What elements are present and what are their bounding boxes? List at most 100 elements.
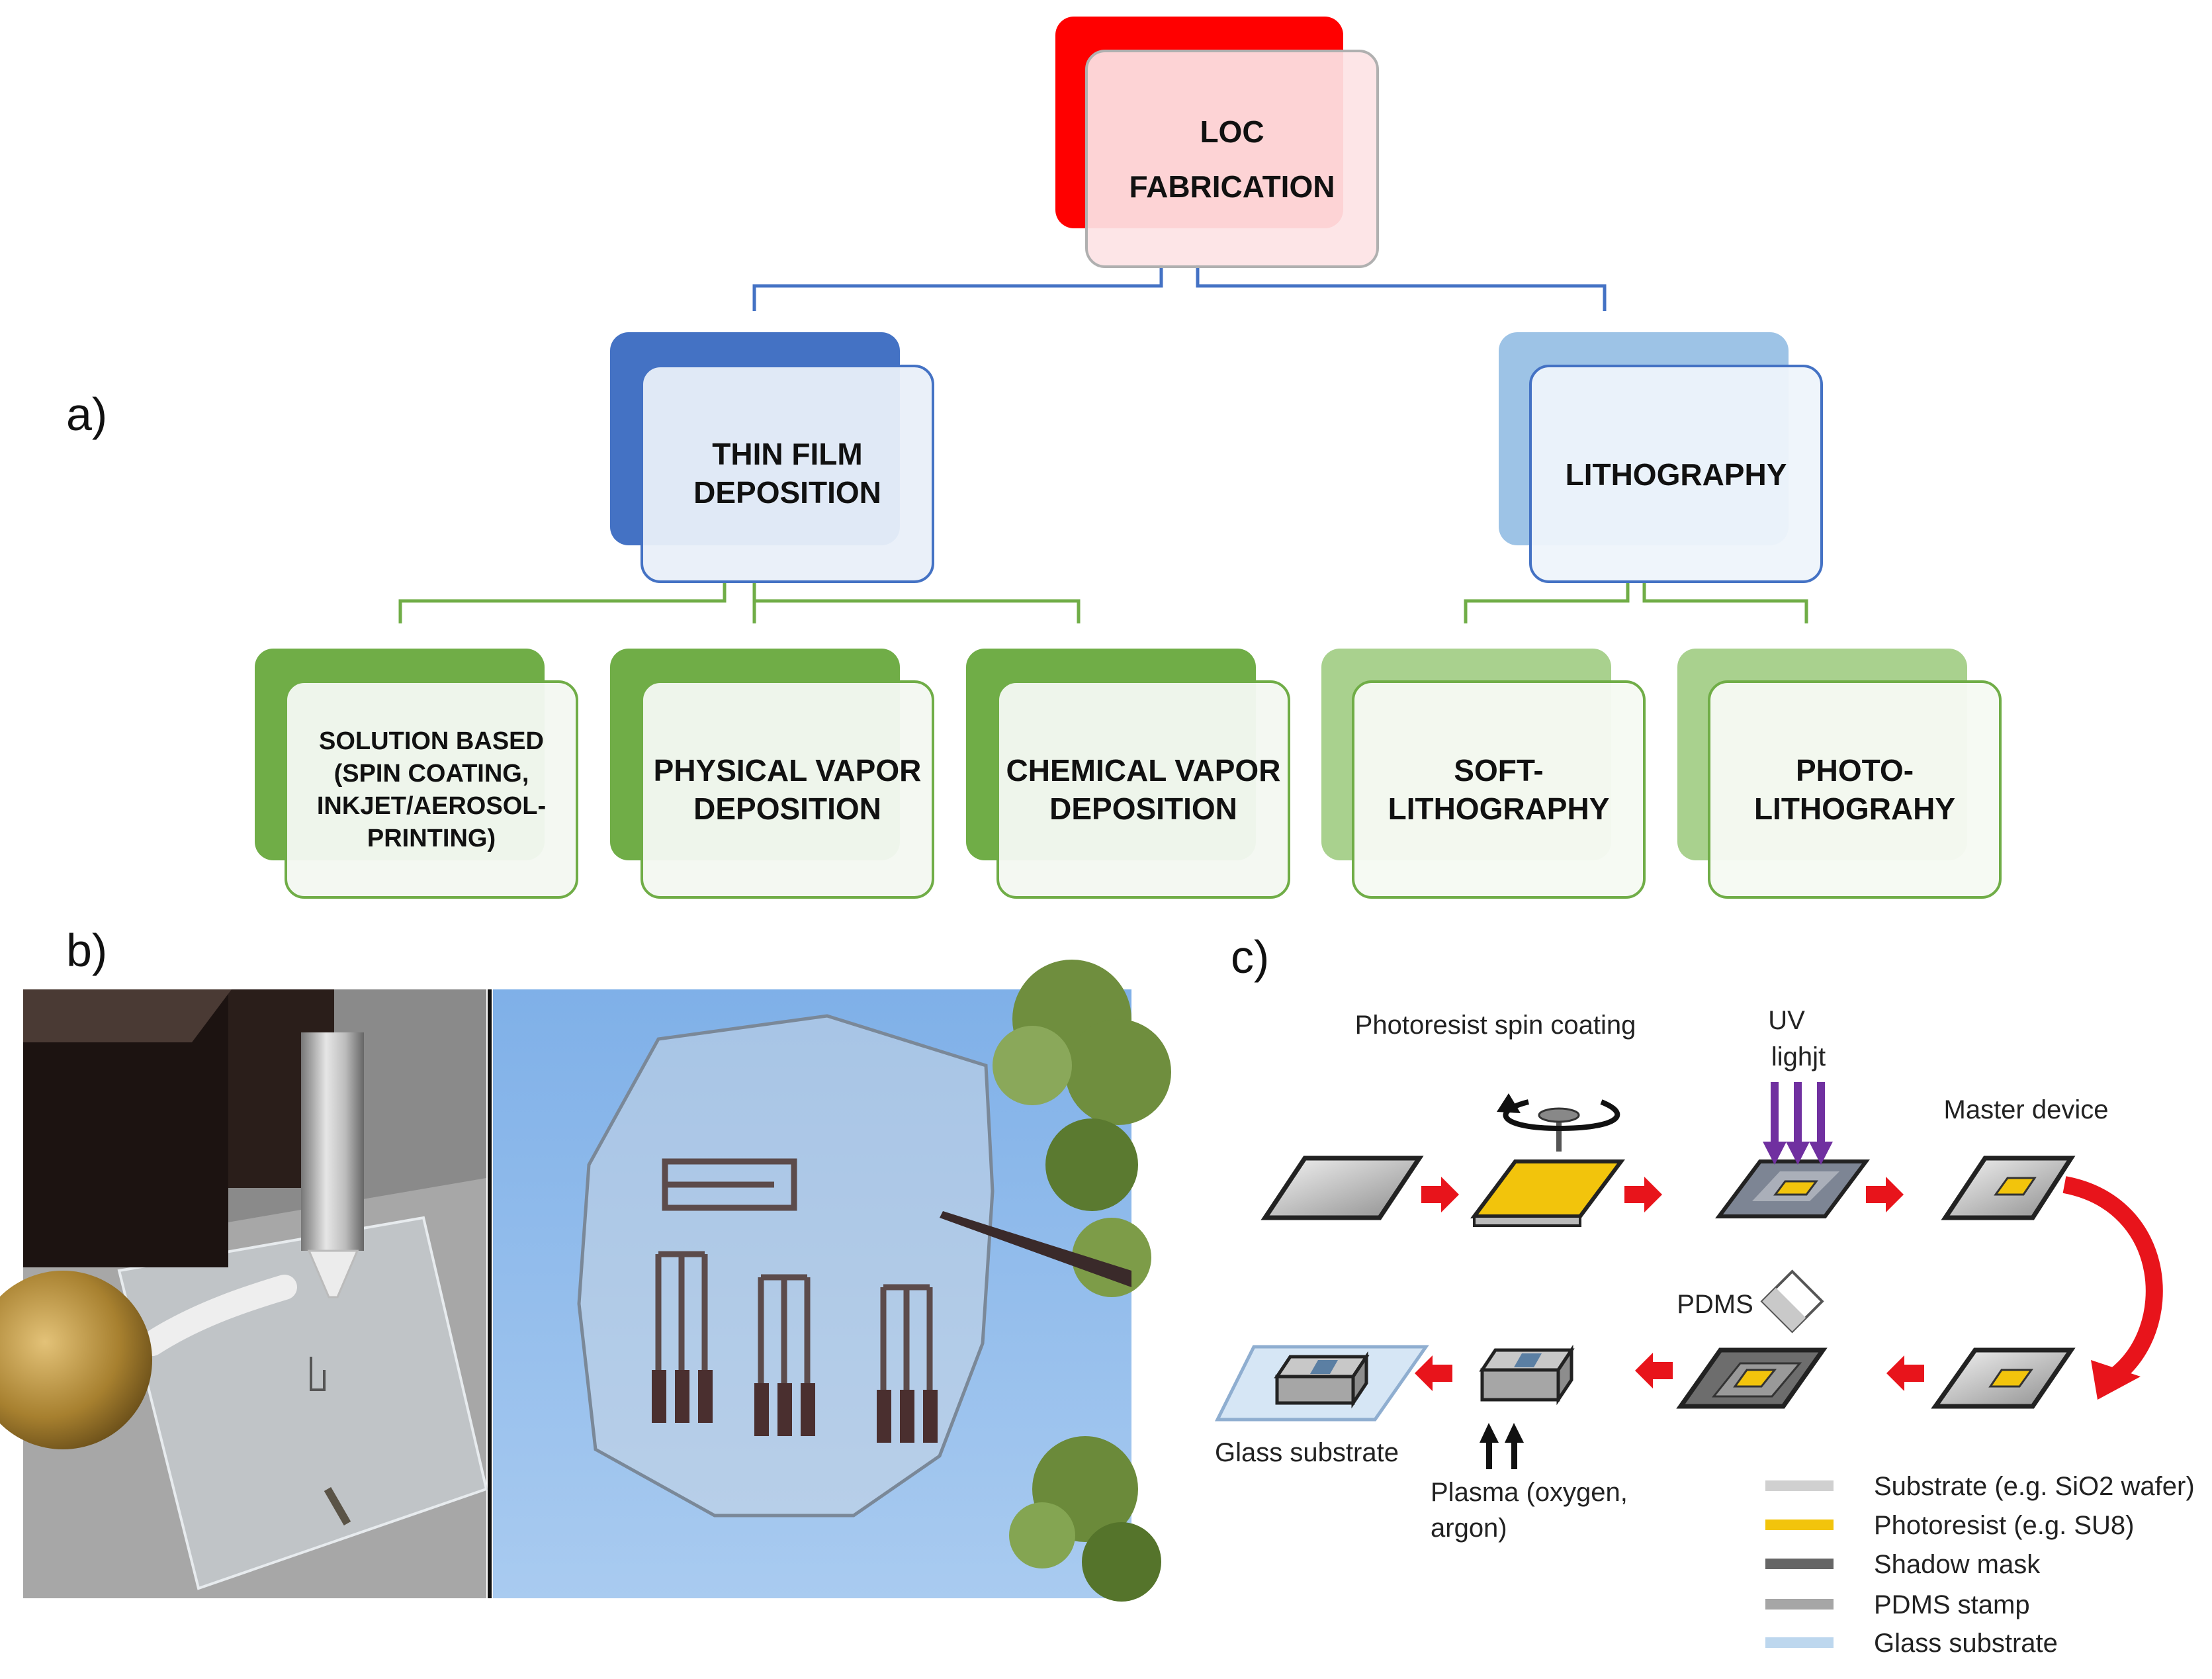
- arrow-right-icon: [1624, 1177, 1662, 1212]
- panel-label-b: b): [66, 925, 107, 976]
- node-label-line: LITHOGRAHY: [1754, 792, 1955, 826]
- legend-swatch: [1765, 1559, 1834, 1569]
- arrow-right-icon: [1866, 1177, 1904, 1212]
- node-body: [285, 680, 578, 899]
- electrode-pads: [652, 1370, 938, 1443]
- legend-label: Substrate (e.g. SiO2 wafer): [1874, 1472, 2195, 1501]
- step-spin-coating: [1470, 1093, 1625, 1227]
- curved-arrowhead-icon: [2091, 1360, 2141, 1400]
- substrate-plate: [1261, 1156, 1424, 1220]
- process-flow: c) Photoresist spin coating UV lighjt Ma…: [1214, 931, 2195, 1658]
- node-label-line: LITHOGRAPHY: [1566, 457, 1787, 492]
- legend-label: Shadow mask: [1874, 1550, 2041, 1579]
- uv-label-line: UV: [1768, 1006, 1805, 1035]
- legend-swatch: [1765, 1480, 1834, 1491]
- printer-nozzle-photo: [0, 989, 488, 1598]
- step-pdms-casting: [1676, 1269, 1828, 1409]
- substrate-edge: [1473, 1215, 1581, 1227]
- printed-trace: [324, 1487, 351, 1525]
- nozzle-shaft: [301, 1032, 364, 1251]
- arrow-left-icon: [1886, 1355, 1924, 1391]
- arrow-right-icon: [1421, 1177, 1459, 1212]
- node-label-line: (SPIN COATING,: [334, 760, 529, 788]
- legend-label: Glass substrate: [1874, 1629, 2058, 1658]
- tree-connectors: [398, 265, 1808, 623]
- node-body: [641, 365, 934, 583]
- node-label-line: FABRICATION: [1129, 169, 1335, 204]
- node-body: [1708, 680, 2002, 899]
- legend-label: PDMS stamp: [1874, 1590, 2030, 1619]
- panel-label-c: c): [1231, 931, 1269, 983]
- node-physical-vapor-deposition: PHYSICAL VAPOR DEPOSITION: [610, 649, 934, 899]
- node-body: [1529, 365, 1823, 583]
- node-chemical-vapor-deposition: CHEMICAL VAPOR DEPOSITION: [966, 649, 1290, 899]
- step-bare-substrate: [1261, 1156, 1424, 1220]
- panel-label-a: a): [66, 388, 107, 440]
- legend-label: Photoresist (e.g. SU8): [1874, 1511, 2135, 1540]
- connector-thinfilm-solution: [398, 582, 727, 623]
- brass-knob: [0, 1271, 152, 1449]
- master-device-label: Master device: [1944, 1095, 2109, 1124]
- plasma-arrows-icon: [1480, 1423, 1524, 1469]
- foliage: [993, 960, 1171, 1602]
- pdms-bottle-icon: [1760, 1269, 1824, 1334]
- legend-swatch: [1765, 1637, 1834, 1648]
- node-thin-film-deposition: THIN FILM DEPOSITION: [610, 332, 934, 583]
- step-master-copy: [1931, 1347, 2076, 1409]
- node-body: [641, 680, 934, 899]
- printer-housing-top: [23, 989, 232, 1042]
- stamp-front: [1275, 1375, 1355, 1405]
- connector-thinfilm-cvd: [754, 599, 1081, 623]
- photo-panel: b): [0, 925, 1171, 1602]
- node-body: [996, 680, 1290, 899]
- connector-root-lithography: [1196, 265, 1607, 311]
- node-photo-lithography: PHOTO- LITHOGRAHY: [1677, 649, 2002, 899]
- master-feature: [1733, 1369, 1777, 1388]
- stamp-side: [1351, 1351, 1368, 1409]
- film-photo: [493, 960, 1171, 1602]
- stamp-front: [1480, 1368, 1560, 1402]
- hierarchy-diagram: a) LOC FABRICATION THIN FILM DEPOSITION: [66, 17, 2002, 899]
- printed-mark: [310, 1357, 326, 1391]
- node-body: [1085, 50, 1379, 268]
- node-label-line: THIN FILM: [712, 437, 862, 471]
- arrow-left-icon: [1415, 1355, 1452, 1391]
- printed-line: [140, 1275, 297, 1356]
- photoresist-layer: [1470, 1159, 1625, 1218]
- node-label-line: SOFT-: [1454, 753, 1543, 788]
- connector-litho-soft: [1464, 582, 1630, 623]
- node-label-line: PRINTING): [367, 825, 496, 852]
- connector-root-thinfilm: [752, 265, 1163, 311]
- stamp-channel: [1310, 1360, 1338, 1374]
- node-loc-fabrication: LOC FABRICATION: [1055, 17, 1379, 268]
- nozzle-tip: [307, 1249, 359, 1298]
- pdms-label: PDMS: [1677, 1290, 1753, 1319]
- exposed-photoresist: [1773, 1180, 1818, 1196]
- plasma-label-line: Plasma (oxygen,: [1431, 1478, 1628, 1507]
- connector-litho-photo: [1642, 582, 1808, 623]
- node-body: [1352, 680, 1646, 899]
- legend-swatch: [1765, 1520, 1834, 1530]
- step-master-device: [1941, 1156, 2076, 1220]
- rotation-arrowhead-icon: [1497, 1093, 1521, 1113]
- spinner-head: [1538, 1107, 1580, 1123]
- node-label-line: SOLUTION BASED: [319, 727, 544, 755]
- step-bonded-device: [1214, 1345, 1429, 1422]
- node-lithography: LITHOGRAPHY: [1499, 332, 1823, 583]
- master-feature: [1988, 1369, 2033, 1388]
- spin-coating-label: Photoresist spin coating: [1355, 1011, 1636, 1040]
- uv-light-icon: [1763, 1082, 1833, 1165]
- node-label-line: DEPOSITION: [1049, 792, 1237, 826]
- flow-arrows-bottom: [1415, 1353, 1924, 1391]
- glass-substrate-label: Glass substrate: [1215, 1438, 1399, 1467]
- spinner-shaft: [1556, 1115, 1562, 1152]
- node-label-line: LOC: [1200, 114, 1264, 149]
- node-label-line: LITHOGRAPHY: [1388, 792, 1610, 826]
- legend: Substrate (e.g. SiO2 wafer) Photoresist …: [1765, 1472, 2195, 1658]
- node-soft-lithography: SOFT- LITHOGRAPHY: [1321, 649, 1646, 899]
- node-label-line: DEPOSITION: [693, 792, 881, 826]
- electrode-patterns: [655, 1158, 933, 1390]
- node-label-line: PHYSICAL VAPOR: [654, 753, 922, 788]
- master-feature: [1994, 1177, 2037, 1196]
